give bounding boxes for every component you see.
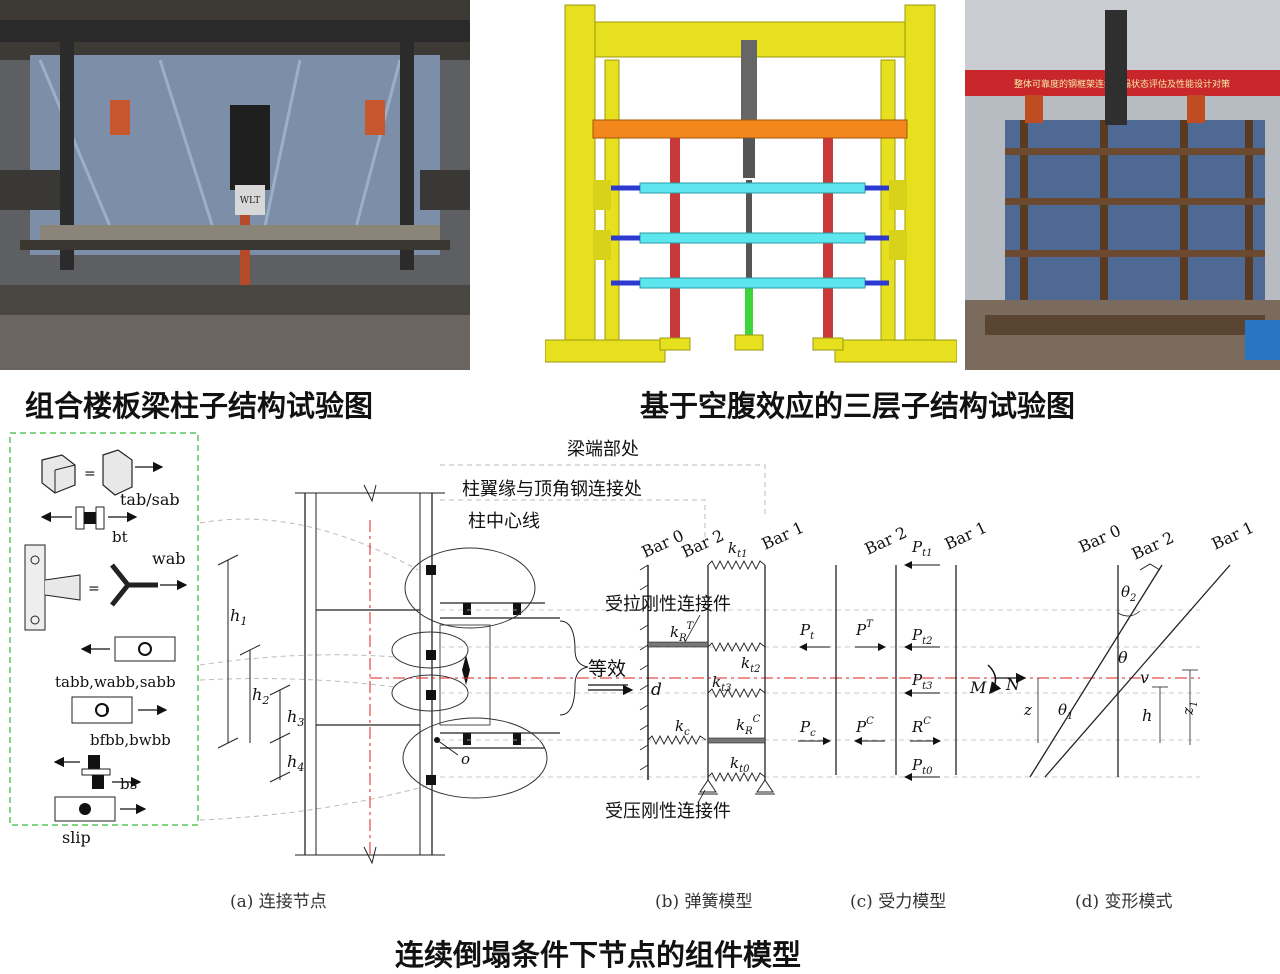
equivalent-label: 等效 <box>588 658 626 680</box>
kc-label: kc <box>675 717 690 738</box>
component-model-diagram: = tab/sab bt = wab <box>9 432 1257 912</box>
d-bar2-label: Bar 2 <box>1129 528 1177 564</box>
kRC-label: kRC <box>736 714 761 737</box>
caption-d: (d) 变形模式 <box>1075 892 1173 912</box>
panel-b-spring-model: Bar 0 Bar 2 Bar 1 kt1 受拉刚性连接件 kRT kt2 d … <box>605 518 807 822</box>
z-label: z <box>1023 701 1032 719</box>
c-bar2-label: Bar 2 <box>862 523 910 559</box>
theta-label: θ <box>1118 648 1128 667</box>
panel-c-force-model: Bar 2 Bar 1 Pt1 Pt PT Pt2 Pt3 Pc PC RC P… <box>798 518 1027 781</box>
beam-end-label: 梁端部处 <box>567 439 639 460</box>
legend-bs: bs <box>120 775 137 793</box>
caption-three-storey-test: 基于空腹效应的三层子结构试验图 <box>640 389 1076 423</box>
Pt-label: Pt <box>799 621 815 642</box>
bar1-label: Bar 1 <box>759 518 807 554</box>
svg-text:=: = <box>88 581 100 597</box>
c-bar1-label: Bar 1 <box>942 518 990 554</box>
caption-composite-slab-test: 组合楼板梁柱子结构试验图 <box>25 389 374 423</box>
Pt3-label: Pt3 <box>911 671 932 692</box>
RC-label: RC <box>911 716 931 736</box>
legend-tab-sab: tab/sab <box>120 490 180 509</box>
legend-bfbb: bfbb,bwbb <box>90 731 171 749</box>
Pc-label: Pc <box>799 718 816 739</box>
moment-M-label: M <box>969 678 987 697</box>
d-label: d <box>651 680 662 700</box>
point-o-label: o <box>461 750 470 768</box>
legend-wab: wab <box>152 549 185 568</box>
tension-link-label: 受拉刚性连接件 <box>605 594 731 615</box>
d-bar1-label: Bar 1 <box>1209 518 1257 554</box>
PC-label: PC <box>855 716 874 736</box>
bolt-bearing-icon-2 <box>71 696 168 724</box>
web-angle-icon: = <box>24 544 188 631</box>
h-label: h <box>1142 706 1152 725</box>
caption-component-model: 连续倒塌条件下节点的组件模型 <box>395 938 802 972</box>
Pt0-label: Pt0 <box>911 756 933 777</box>
d-bar0-label: Bar 0 <box>1076 521 1124 557</box>
caption-a: (a) 连接节点 <box>230 892 327 912</box>
kt3-label: kt3 <box>712 673 731 694</box>
h3-label: h3 <box>287 707 304 729</box>
kt1-label: kt1 <box>728 539 747 560</box>
legend-tabb: tabb,wabb,sabb <box>55 673 176 691</box>
PT-label: PT <box>855 619 874 639</box>
center-line-label: 柱中心线 <box>468 511 540 532</box>
photo-test-frame-render <box>545 0 957 370</box>
angle-cleat-icon: = <box>41 449 164 496</box>
panel-d-deformation-mode: Bar 0 Bar 2 Bar 1 θ2 θ v θ1 z h z1 <box>1023 518 1257 778</box>
bolt-bearing-icon-1 <box>80 636 176 662</box>
caption-b: (b) 弹簧模型 <box>655 892 753 912</box>
kRT-label: kRT <box>670 621 694 644</box>
component-legend: = tab/sab bt = wab <box>9 432 199 847</box>
photo-three-storey-test: 整体可靠度的钢框架连续倒塌状态评估及性能设计对策 <box>965 0 1280 370</box>
Pt2-label: Pt2 <box>911 626 932 647</box>
theta2-label: θ2 <box>1121 583 1136 604</box>
bar2-label: Bar 2 <box>679 526 727 562</box>
photo1-label: WLT <box>240 196 261 206</box>
bolt-tension-icon <box>40 506 138 530</box>
legend-bt: bt <box>112 528 128 546</box>
h1-label: h1 <box>230 606 247 628</box>
h2-label: h2 <box>252 685 269 707</box>
h4-label: h4 <box>287 752 304 774</box>
legend-slip: slip <box>62 828 91 847</box>
compression-link-label: 受压刚性连接件 <box>605 801 731 822</box>
kt2-label: kt2 <box>741 654 760 675</box>
force-N-label: N <box>1005 675 1021 694</box>
svg-text:=: = <box>84 466 96 482</box>
caption-c: (c) 受力模型 <box>850 892 946 912</box>
test-label-plate <box>235 185 265 215</box>
bolt-shear-icon <box>53 755 142 789</box>
z1-label: z1 <box>1179 701 1200 716</box>
kt0-label: kt0 <box>730 754 750 775</box>
panel-a-connection-node: o 梁端部处 柱翼缘与顶角钢连接处 柱中心线 h1 h2 h3 h4 等效 <box>217 439 1200 865</box>
slip-icon <box>54 796 147 822</box>
photo-composite-slab-test: WLT <box>0 0 470 370</box>
Pt1-label: Pt1 <box>911 538 932 559</box>
theta1-label: θ1 <box>1058 701 1073 722</box>
v-label: v <box>1140 668 1149 687</box>
flange-angle-label: 柱翼缘与顶角钢连接处 <box>462 479 642 500</box>
